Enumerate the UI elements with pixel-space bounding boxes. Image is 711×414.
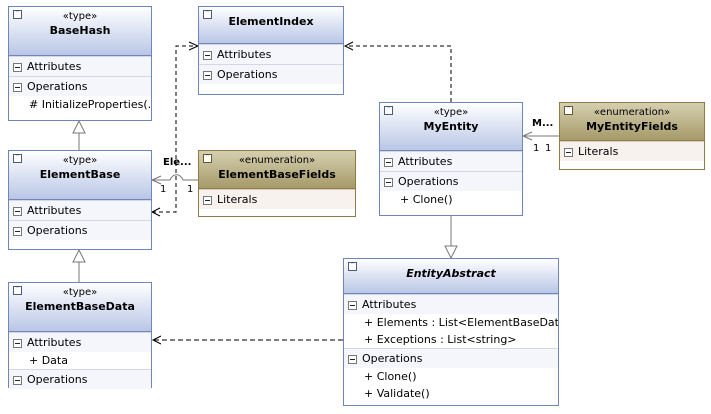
collapse-icon[interactable]: ˆ xyxy=(13,154,22,163)
association-role-label: Ele... xyxy=(163,157,192,168)
collapse-icon[interactable]: ˆ xyxy=(203,10,212,19)
multiplicity-label: 1 xyxy=(545,143,552,154)
dependency-arrow-elementindex-2 xyxy=(343,41,354,51)
section-operations[interactable]: Operations xyxy=(380,171,522,191)
dependency-myentity-elementindex xyxy=(345,45,452,102)
association-arrow-elementbase xyxy=(150,175,162,185)
section-operations[interactable]: Operations xyxy=(9,76,151,96)
class-header[interactable]: ˆ «type» MyEntity xyxy=(380,103,522,151)
section-literals[interactable]: Literals xyxy=(560,141,704,161)
association-arrow-myentity xyxy=(521,131,533,141)
class-myentity[interactable]: ˆ «type» MyEntity Attributes Operations … xyxy=(379,102,523,216)
class-elementindex[interactable]: ˆ ElementIndex Attributes Operations xyxy=(198,6,344,95)
minus-icon[interactable] xyxy=(13,63,22,72)
minus-icon[interactable] xyxy=(203,51,212,60)
attribute-item[interactable]: + Data xyxy=(9,352,151,369)
stereotype-label: «enumeration» xyxy=(593,107,671,118)
stereotype-label: «type» xyxy=(62,11,98,22)
enum-elementbasefields[interactable]: ˆ «enumeration» ElementBaseFields Litera… xyxy=(198,150,356,217)
enum-myentityfields[interactable]: ˆ «enumeration» MyEntityFields Literals xyxy=(559,102,705,170)
collapse-icon[interactable]: ˆ xyxy=(203,154,212,163)
multiplicity-label: 1 xyxy=(533,143,540,154)
section-attributes[interactable]: Attributes xyxy=(9,200,151,220)
class-name: MyEntityFields xyxy=(586,120,678,133)
section-attributes[interactable]: Attributes xyxy=(199,44,343,64)
minus-icon[interactable] xyxy=(13,376,22,385)
class-header[interactable]: ˆ «enumeration» MyEntityFields xyxy=(560,103,704,141)
class-header[interactable]: ˆ EntityAbstract xyxy=(344,259,558,294)
class-basehash[interactable]: ˆ «type» BaseHash Attributes Operations … xyxy=(8,6,152,121)
minus-icon[interactable] xyxy=(564,148,573,157)
class-name: ElementBase xyxy=(39,168,121,181)
operation-item[interactable]: + Validate() xyxy=(344,385,558,402)
minus-icon[interactable] xyxy=(203,71,212,80)
multiplicity-label: 1 xyxy=(187,184,194,195)
class-name: EntityAbstract xyxy=(406,267,496,280)
collapse-icon[interactable]: ˆ xyxy=(13,286,22,295)
minus-icon[interactable] xyxy=(384,158,393,167)
operation-item[interactable]: + Clone() xyxy=(344,368,558,385)
minus-icon[interactable] xyxy=(13,83,22,92)
class-name: MyEntity xyxy=(423,120,479,133)
generalization-arrow-elementbase xyxy=(72,248,86,263)
class-elementbasedata[interactable]: ˆ «type» ElementBaseData Attributes + Da… xyxy=(8,282,152,389)
stereotype-label: «type» xyxy=(62,155,98,166)
minus-icon[interactable] xyxy=(348,355,357,364)
class-entityabstract[interactable]: ˆ EntityAbstract Attributes + Elements :… xyxy=(343,258,559,406)
attribute-item[interactable]: + Exceptions : List<string> xyxy=(344,331,558,348)
section-literals[interactable]: Literals xyxy=(199,189,355,209)
class-name: ElementBaseFields xyxy=(218,168,336,181)
collapse-icon[interactable]: ˆ xyxy=(384,106,393,115)
attribute-item[interactable]: + Elements : List<ElementBaseData> xyxy=(344,314,558,331)
class-header[interactable]: ˆ «type» ElementBase xyxy=(9,151,151,200)
class-name: BaseHash xyxy=(49,24,111,37)
class-header[interactable]: ˆ «type» BaseHash xyxy=(9,7,151,56)
section-operations[interactable]: Operations xyxy=(199,64,343,84)
association-elementbase-fields xyxy=(152,174,198,181)
operation-item[interactable]: # InitializeProperties(... xyxy=(9,96,151,113)
class-header[interactable]: ˆ ElementIndex xyxy=(199,7,343,44)
minus-icon[interactable] xyxy=(384,178,393,187)
generalization-arrow-entityabstract xyxy=(444,245,458,260)
collapse-icon[interactable]: ˆ xyxy=(348,262,357,271)
dependency-elementbase-elementindex xyxy=(152,45,197,213)
class-header[interactable]: ˆ «enumeration» ElementBaseFields xyxy=(199,151,355,189)
dependency-arrow-elementbasedata xyxy=(151,335,162,345)
minus-icon[interactable] xyxy=(13,227,22,236)
association-role-label: M... xyxy=(532,118,554,129)
section-operations[interactable]: Operations xyxy=(344,348,558,368)
collapse-icon[interactable]: ˆ xyxy=(564,106,573,115)
section-attributes[interactable]: Attributes xyxy=(344,294,558,314)
stereotype-label: «type» xyxy=(62,287,98,298)
section-operations[interactable]: Operations xyxy=(9,220,151,240)
minus-icon[interactable] xyxy=(13,339,22,348)
class-header[interactable]: ˆ «type» ElementBaseData xyxy=(9,283,151,332)
section-operations[interactable]: Operations xyxy=(9,369,151,389)
minus-icon[interactable] xyxy=(348,301,357,310)
section-attributes[interactable]: Attributes xyxy=(9,56,151,76)
section-attributes[interactable]: Attributes xyxy=(9,332,151,352)
collapse-icon[interactable]: ˆ xyxy=(13,10,22,19)
multiplicity-label: 1 xyxy=(160,184,167,195)
class-elementbase[interactable]: ˆ «type» ElementBase Attributes Operatio… xyxy=(8,150,152,250)
minus-icon[interactable] xyxy=(13,207,22,216)
dependency-arrow-elementbase xyxy=(150,207,161,217)
class-name: ElementIndex xyxy=(228,15,314,28)
minus-icon[interactable] xyxy=(203,196,212,205)
stereotype-label: «enumeration» xyxy=(238,155,316,166)
generalization-arrow-basehash xyxy=(72,119,86,134)
operation-item[interactable]: + Clone() xyxy=(380,191,522,208)
class-name: ElementBaseData xyxy=(25,300,135,313)
section-attributes[interactable]: Attributes xyxy=(380,151,522,171)
stereotype-label: «type» xyxy=(433,107,469,118)
